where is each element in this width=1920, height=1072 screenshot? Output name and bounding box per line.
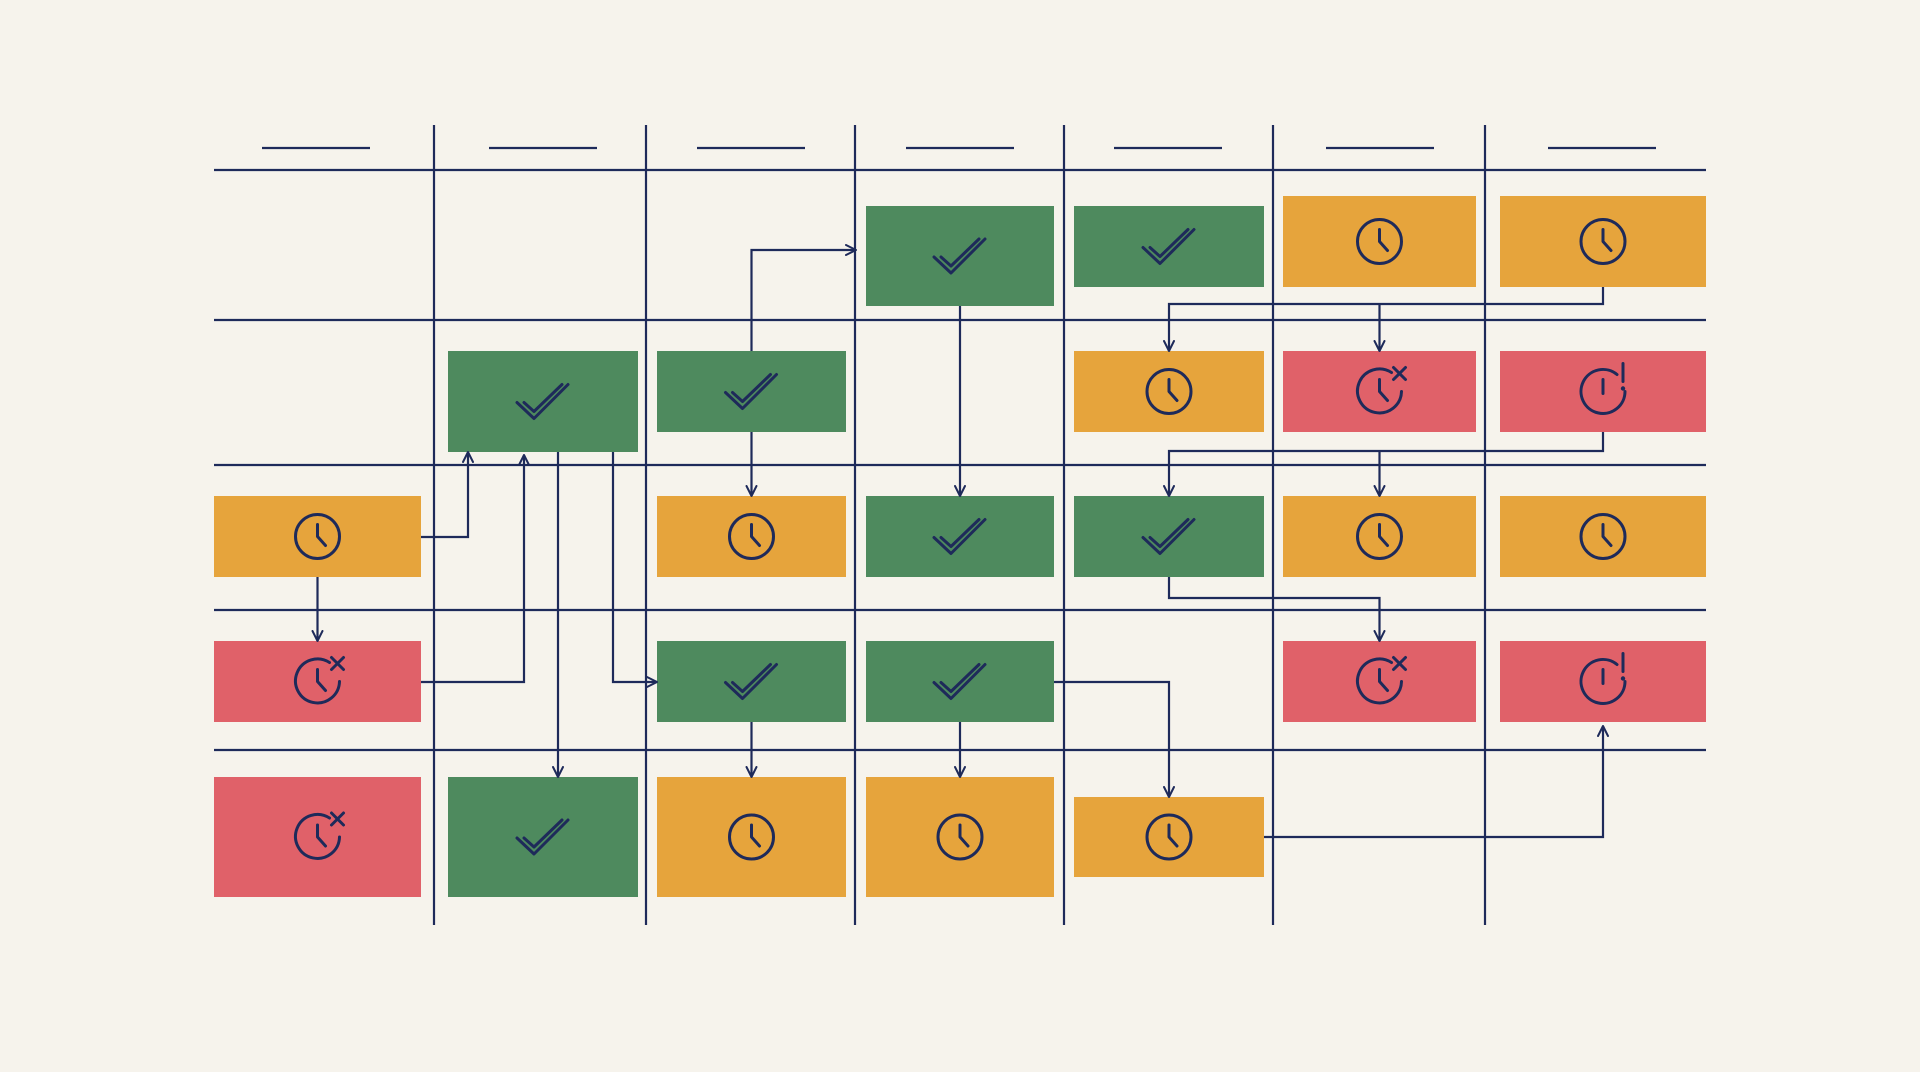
check-icon xyxy=(1141,228,1196,265)
task-card-complete[interactable] xyxy=(1074,496,1264,577)
task-card-pending[interactable] xyxy=(657,496,846,577)
task-card-complete[interactable] xyxy=(448,777,638,897)
clock-icon xyxy=(728,813,775,861)
dependency-arrow xyxy=(1167,577,1386,642)
clock-icon xyxy=(1579,513,1627,560)
task-card-complete[interactable] xyxy=(657,641,846,722)
clock-x-icon xyxy=(1356,366,1407,415)
task-card-pending[interactable] xyxy=(214,496,421,577)
task-card-failed[interactable] xyxy=(214,777,421,897)
check-icon xyxy=(515,818,570,856)
task-card-blocked[interactable] xyxy=(1500,641,1706,722)
check-icon xyxy=(515,383,570,420)
clock-icon xyxy=(1356,513,1403,560)
check-icon xyxy=(932,237,987,275)
clock-icon xyxy=(728,513,775,560)
task-card-blocked[interactable] xyxy=(1500,351,1706,432)
task-card-pending[interactable] xyxy=(1074,797,1264,877)
dependency-arrow xyxy=(1163,432,1605,497)
check-icon xyxy=(1141,518,1196,555)
dependency-arrow xyxy=(1163,287,1605,352)
check-icon xyxy=(724,373,778,410)
clock-icon xyxy=(1579,218,1627,265)
clock-icon xyxy=(936,813,984,861)
clock-icon xyxy=(1145,813,1193,861)
dependency-arrows xyxy=(311,244,1609,839)
check-icon xyxy=(932,663,987,700)
check-icon xyxy=(932,518,987,555)
task-card-pending[interactable] xyxy=(657,777,846,897)
clock-x-icon xyxy=(1356,656,1407,705)
task-card-failed[interactable] xyxy=(214,641,421,722)
dependency-arrow xyxy=(421,451,474,539)
dependency-arrow xyxy=(750,244,857,351)
dependency-arrow xyxy=(1264,725,1609,839)
task-card-complete[interactable] xyxy=(866,206,1054,306)
task-card-failed[interactable] xyxy=(1283,351,1476,432)
task-card-pending[interactable] xyxy=(866,777,1054,897)
clock-alert-icon xyxy=(1579,652,1627,705)
task-card-pending[interactable] xyxy=(1283,196,1476,287)
task-card-pending[interactable] xyxy=(1500,496,1706,577)
task-card-pending[interactable] xyxy=(1283,496,1476,577)
clock-icon xyxy=(1356,218,1403,265)
dependency-arrow xyxy=(611,452,658,688)
dependency-arrow xyxy=(421,454,530,684)
clock-alert-icon xyxy=(1579,362,1627,415)
task-card-failed[interactable] xyxy=(1283,641,1476,722)
clock-icon xyxy=(294,513,341,560)
task-card-pending[interactable] xyxy=(1074,351,1264,432)
task-card-complete[interactable] xyxy=(448,351,638,452)
check-icon xyxy=(724,663,778,700)
clock-x-icon xyxy=(294,811,345,860)
task-card-complete[interactable] xyxy=(657,351,846,432)
clock-icon xyxy=(1145,368,1193,415)
clock-x-icon xyxy=(294,656,345,705)
task-card-complete[interactable] xyxy=(866,641,1054,722)
task-card-pending[interactable] xyxy=(1500,196,1706,287)
dependency-arrow xyxy=(1054,680,1175,798)
task-cards xyxy=(214,196,1706,897)
task-card-complete[interactable] xyxy=(1074,206,1264,287)
task-card-complete[interactable] xyxy=(866,496,1054,577)
